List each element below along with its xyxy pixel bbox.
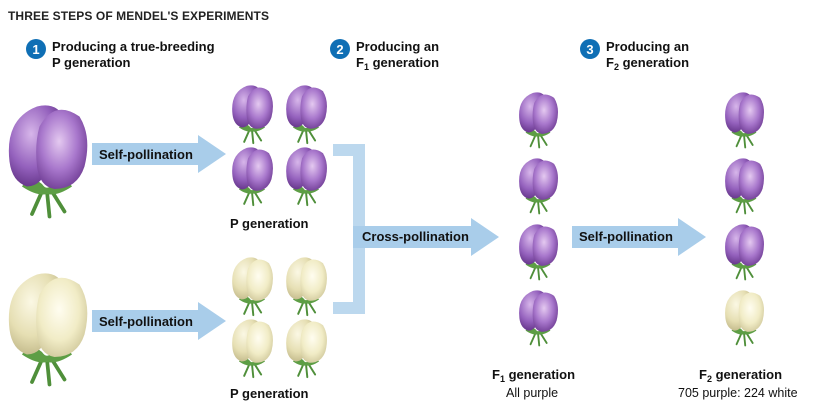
f2-generation-label: F2 generation [699, 367, 783, 384]
cross-pollination-label: Cross-pollination [362, 229, 469, 244]
f1-note: All purple [506, 386, 559, 400]
f1-generation-label: F1 generation [492, 367, 576, 384]
f1-purple-flower [518, 91, 559, 149]
f2-note: 705 purple: 224 white [678, 386, 798, 400]
f1-purple-flower [518, 289, 559, 347]
p-generation-label-bottom: P generation [230, 386, 309, 401]
step-1-badge: 1 [26, 39, 46, 59]
parent-white-flower [6, 271, 90, 387]
parent-purple-flower [6, 103, 90, 219]
p-purple-flower [285, 146, 328, 207]
self-pollination-label-top: Self-pollination [99, 147, 193, 162]
f2-purple-flower [724, 157, 765, 215]
p-white-flower [231, 256, 274, 317]
p-white-flower [285, 318, 328, 379]
f2-purple-flower [724, 91, 765, 149]
p-generation-white-group [231, 256, 328, 379]
self-pollination-label-bottom: Self-pollination [99, 314, 193, 329]
self-pollination-arrow-f1 [572, 218, 706, 256]
self-pollination-arrow-bottom [92, 302, 226, 340]
f1-purple-flower [518, 223, 559, 281]
step-3-text: Producing an F2 generation [606, 39, 690, 72]
p-generation-purple-group [231, 84, 328, 207]
p-generation-label-top: P generation [230, 216, 309, 231]
self-pollination-arrow-top [92, 135, 226, 173]
p-purple-flower [231, 146, 274, 207]
f1-purple-flower [518, 157, 559, 215]
f2-white-flower [724, 289, 765, 347]
p-purple-flower [231, 84, 274, 145]
step-2-badge: 2 [330, 39, 350, 59]
p-white-flower [231, 318, 274, 379]
self-pollination-label-f1: Self-pollination [579, 229, 673, 244]
step-2-text: Producing an F1 generation [356, 39, 440, 72]
p-purple-flower [285, 84, 328, 145]
f1-generation-group [518, 91, 559, 347]
diagram-title: THREE STEPS OF MENDEL'S EXPERIMENTS [8, 9, 270, 23]
f2-purple-flower [724, 223, 765, 281]
step-3-badge: 3 [580, 39, 600, 59]
step-1-text: Producing a true-breeding P generation [52, 39, 215, 70]
cross-pollination-arrow [353, 218, 499, 256]
p-white-flower [285, 256, 328, 317]
f2-generation-group [724, 91, 765, 347]
cross-bracket [333, 144, 365, 314]
